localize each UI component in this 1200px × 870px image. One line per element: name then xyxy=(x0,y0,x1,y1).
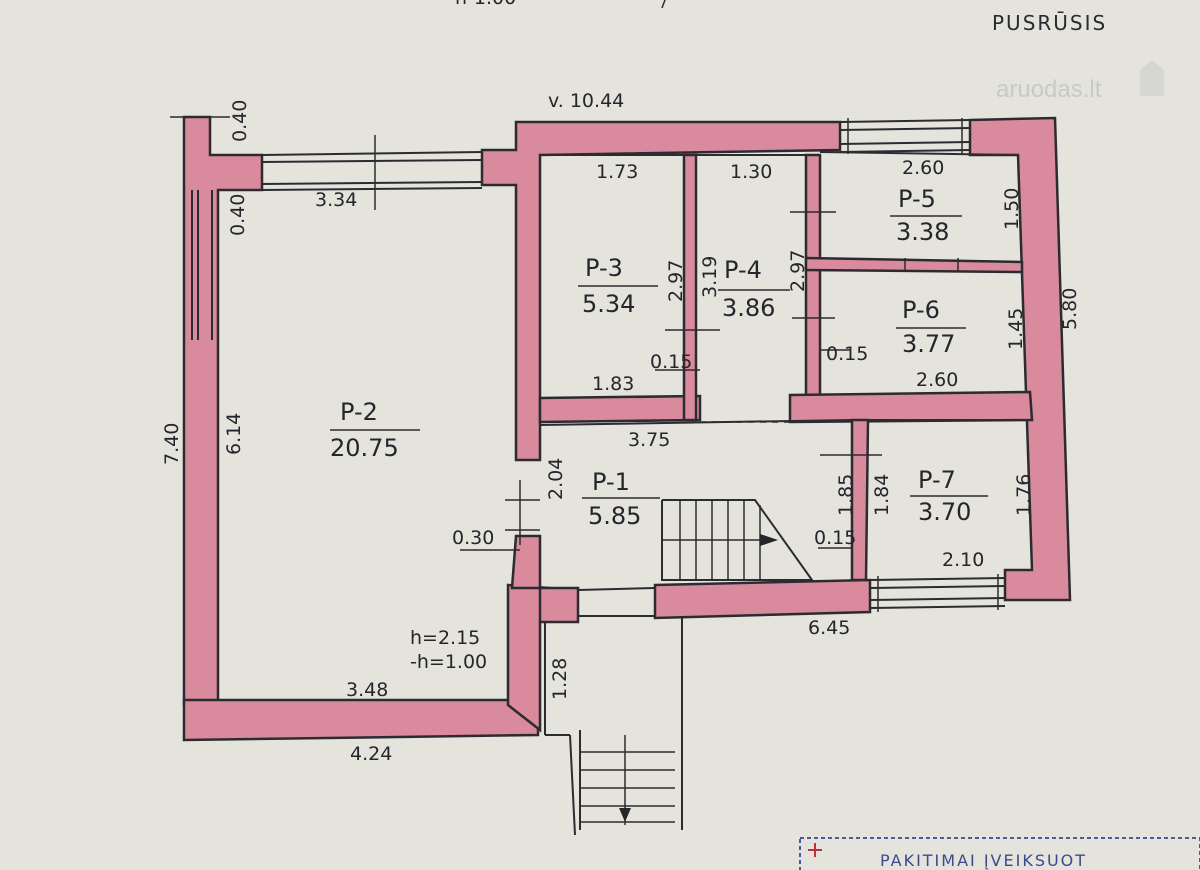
stamp-border xyxy=(799,837,1200,870)
stamp-text: PAKITIMAI ĮVEIKSUOT xyxy=(880,851,1087,870)
watermark: aruodas.lt xyxy=(996,60,1164,103)
dimension-lines xyxy=(170,116,882,551)
room-p6-id: P-6 xyxy=(902,296,940,324)
room-p2-area: 20.75 xyxy=(330,434,399,462)
dim-wall-040-side: 0.40 xyxy=(227,194,249,236)
room-p6-area: 3.77 xyxy=(902,330,955,358)
dim-bottom-right-total: 6.45 xyxy=(808,617,850,639)
dim-p7-right-side: 1.76 xyxy=(1013,474,1035,516)
stairs-p1 xyxy=(661,499,814,581)
dim-wall-040-top: 0.40 xyxy=(229,100,251,142)
dim-p2-window-width: 3.34 xyxy=(315,189,357,211)
dim-p2-bottom-inner: 3.48 xyxy=(346,679,388,701)
p3-bottom-wall xyxy=(538,394,702,424)
dim-entry-height: 1.28 xyxy=(549,658,571,700)
room-p1-label: P-1 5.85 xyxy=(582,468,660,530)
central-partition-mid xyxy=(510,534,542,590)
interior-lines xyxy=(505,151,1032,545)
room-p2-label: P-2 20.75 xyxy=(330,398,420,462)
dim-right-outer: 5.80 xyxy=(1059,288,1081,330)
room-p7-id: P-7 xyxy=(918,466,956,494)
dim-p3-side: 2.97 xyxy=(665,260,687,302)
plus-icon xyxy=(808,843,822,857)
scale-fragment: h-1.00 xyxy=(455,0,516,9)
dimension-labels: v. 10.44 3.34 0.40 0.40 7.40 6.14 3.48 4… xyxy=(161,90,1081,765)
house-icon xyxy=(1140,60,1164,96)
room-p5-label: P-5 3.38 xyxy=(890,185,962,246)
room-p4-area: 3.86 xyxy=(722,294,775,322)
room-p6-label: P-6 3.77 xyxy=(896,296,966,358)
room-p7-area: 3.70 xyxy=(918,498,971,526)
p5-p6-partition xyxy=(804,256,1024,274)
room-p3-area: 5.34 xyxy=(582,290,635,318)
room-p5-id: P-5 xyxy=(898,185,936,213)
dim-p1-top: 3.75 xyxy=(628,429,670,451)
dim-p6-side: 1.45 xyxy=(1005,308,1027,350)
stamp: PAKITIMAI ĮVEIKSUOT xyxy=(799,837,1200,870)
p2-bottom-wall xyxy=(182,698,540,742)
bottom-left-stub xyxy=(538,586,580,624)
dim-p1-wall: 0.30 xyxy=(452,527,494,549)
entry-arrow-icon xyxy=(619,808,631,822)
room-p3-label: P-3 5.34 xyxy=(578,254,658,318)
windows xyxy=(191,118,1006,617)
dim-p4-side-right: 2.97 xyxy=(787,250,809,292)
p3-p4-partition xyxy=(682,153,698,422)
dim-p7-wall: 0.15 xyxy=(814,527,856,549)
dim-p5-side: 1.50 xyxy=(1001,188,1023,230)
room-p7-label: P-7 3.70 xyxy=(910,466,988,526)
dim-p3-wall: 0.15 xyxy=(650,351,692,373)
room-p2-id: P-2 xyxy=(340,398,378,426)
bottom-right-wall xyxy=(653,578,872,620)
dim-p3-bottom: 1.83 xyxy=(592,373,634,395)
dim-p2-bottom-outer: 4.24 xyxy=(350,743,392,765)
watermark-text: aruodas.lt xyxy=(996,76,1102,103)
stair-arrow-icon xyxy=(760,534,778,546)
dim-p1-right-side: 1.85 xyxy=(835,474,857,516)
p6-bottom-wall xyxy=(788,390,1034,424)
floor-title: PUSRŪSIS xyxy=(992,11,1107,35)
dim-p4-side-left: 3.19 xyxy=(699,256,721,298)
entry-stairs xyxy=(544,618,683,836)
room-p1-area: 5.85 xyxy=(588,502,641,530)
p2-left-wall xyxy=(182,115,264,707)
dim-p7-bottom: 2.10 xyxy=(942,549,984,571)
dim-p1-side: 2.04 xyxy=(545,458,567,500)
room-p3-id: P-3 xyxy=(585,254,623,282)
dim-p6-wall: 0.15 xyxy=(826,343,868,365)
room-p1-id: P-1 xyxy=(592,468,630,496)
dim-height-minus-h: -h=1.00 xyxy=(410,651,487,673)
dim-p4-top: 1.30 xyxy=(730,161,772,183)
header-tick xyxy=(661,0,666,9)
dim-height-h: h=2.15 xyxy=(410,627,480,649)
room-p4-id: P-4 xyxy=(724,256,762,284)
dim-p7-left-side: 1.84 xyxy=(871,474,893,516)
dim-p2-height-inner: 6.14 xyxy=(223,413,245,455)
dim-p6-bottom: 2.60 xyxy=(916,369,958,391)
walls xyxy=(182,115,1072,742)
room-p4-label: P-4 3.86 xyxy=(718,256,790,322)
dim-p3-top: 1.73 xyxy=(596,161,638,183)
room-p5-area: 3.38 xyxy=(896,218,949,246)
room-labels: P-2 20.75 P-3 5.34 P-4 3.86 P-5 3.38 P-6… xyxy=(330,185,988,530)
dim-top-total: v. 10.44 xyxy=(548,90,624,112)
dim-p5-top: 2.60 xyxy=(902,157,944,179)
dim-p2-height-outer: 7.40 xyxy=(161,423,183,465)
